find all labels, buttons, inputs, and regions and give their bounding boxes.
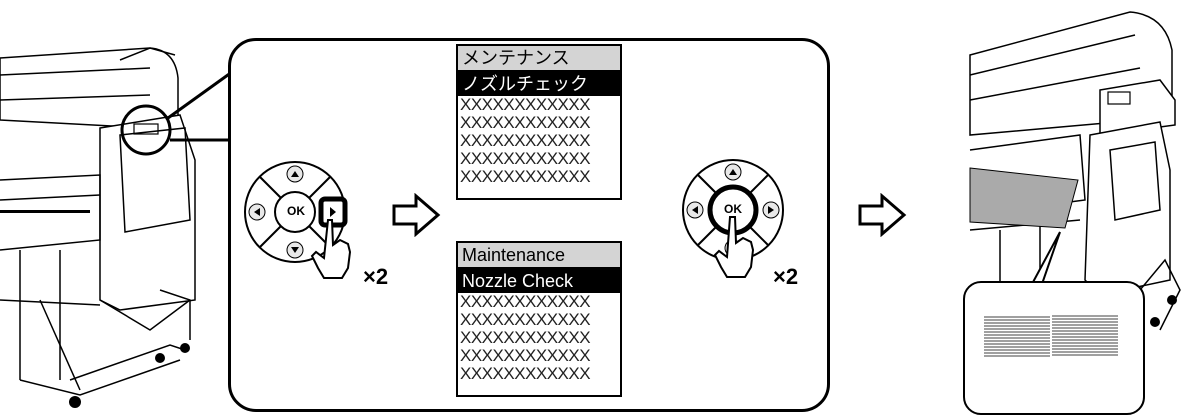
- dpad-left-ok-label: OK: [287, 204, 305, 218]
- lcd-ja-selected: ノズルチェック: [458, 72, 620, 96]
- lcd-en-row: XXXXXXXXXXXX: [460, 365, 591, 383]
- dpad-icon-right: [682, 159, 784, 278]
- dpad-icon-left: [244, 161, 352, 279]
- lcd-screen-en: Maintenance Nozzle Check XXXXXXXXXXXX XX…: [456, 241, 622, 397]
- lcd-ja-row: XXXXXXXXXXXX: [460, 132, 591, 150]
- lcd-en-title: Maintenance: [458, 243, 620, 269]
- lcd-en-row: XXXXXXXXXXXX: [460, 347, 591, 365]
- next-arrow-icon: [392, 193, 441, 237]
- dpad-right-ok-label: OK: [724, 202, 742, 216]
- nozzle-pattern-icon: [984, 315, 1118, 357]
- lcd-ja-row: XXXXXXXXXXXX: [460, 96, 591, 114]
- printer-illustration-left: [0, 47, 233, 408]
- nozzle-check-callout: [963, 281, 1145, 415]
- next-arrow-icon: [858, 193, 907, 237]
- lcd-ja-row: XXXXXXXXXXXX: [460, 150, 591, 168]
- lcd-en-row: XXXXXXXXXXXX: [460, 311, 591, 329]
- lcd-en-selected: Nozzle Check: [458, 269, 620, 293]
- lcd-en-row: XXXXXXXXXXXX: [460, 293, 591, 311]
- press-count-left: ×2: [363, 264, 389, 289]
- lcd-en-row: XXXXXXXXXXXX: [460, 329, 591, 347]
- lcd-ja-row: XXXXXXXXXXXX: [460, 168, 591, 186]
- lcd-ja-row: XXXXXXXXXXXX: [460, 114, 591, 132]
- printer-illustration-right: [969, 11, 1181, 331]
- lcd-screen-ja: メンテナンス ノズルチェック XXXXXXXXXXXX XXXXXXXXXXXX…: [456, 44, 622, 200]
- press-count-right: ×2: [773, 264, 799, 289]
- lcd-ja-title: メンテナンス: [458, 46, 620, 72]
